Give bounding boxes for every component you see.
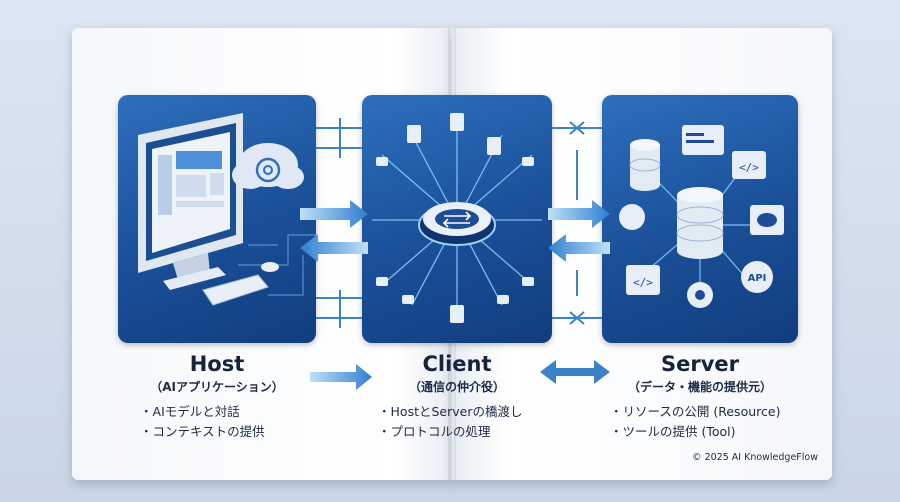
server-bullet: リソースの公開 (Resource) — [610, 402, 781, 422]
document-icons — [407, 113, 501, 323]
keyboard-icon — [202, 262, 279, 306]
database-icon — [629, 139, 661, 191]
api-badge-icon: API — [741, 261, 773, 293]
plug-icons — [376, 157, 534, 304]
main-database-icon — [676, 187, 724, 259]
terminal-window-icon — [682, 125, 724, 155]
host-title: Host — [189, 352, 245, 376]
host-to-client-arrow — [300, 200, 368, 228]
server-panel: </> </> API — [602, 95, 798, 343]
client-panel — [362, 95, 552, 343]
cloud-ai-icon — [232, 143, 304, 189]
bottom-right-arrow — [310, 364, 372, 390]
bottom-double-arrow — [540, 360, 610, 384]
hub-icon — [418, 202, 496, 246]
server-bullets: リソースの公開 (Resource) ツールの提供 (Tool) — [610, 402, 781, 442]
cloud-upload-icon — [750, 205, 784, 235]
code-window-icon: </> </> — [626, 151, 766, 295]
settings-icon — [619, 204, 713, 308]
host-client-connectors — [316, 118, 362, 328]
server-title: Server — [660, 352, 739, 376]
client-subtitle: （通信の仲介役） — [408, 380, 505, 394]
client-to-host-arrow — [300, 234, 368, 262]
host-panel — [118, 95, 316, 343]
client-bullet: プロトコルの処理 — [378, 422, 522, 442]
monitor-icon — [138, 113, 243, 290]
svg-text:</>: </> — [633, 276, 653, 289]
host-bullets: AIモデルと対話 コンテキストの提供 — [140, 402, 265, 442]
client-server-connectors — [552, 121, 602, 325]
host-subtitle: （AIアプリケーション） — [150, 380, 284, 394]
host-bullet: コンテキストの提供 — [140, 422, 265, 442]
copyright-text: © 2025 AI KnowledgeFlow — [692, 452, 818, 463]
client-bullets: HostとServerの橋渡し プロトコルの処理 — [378, 402, 523, 442]
client-to-server-arrow — [548, 200, 610, 228]
svg-text:</>: </> — [739, 161, 759, 174]
client-title: Client — [422, 352, 492, 376]
host-bullet: AIモデルと対話 — [140, 402, 265, 422]
server-to-client-arrow — [548, 234, 610, 262]
server-subtitle: （データ・機能の提供元） — [627, 380, 772, 394]
svg-text:API: API — [748, 273, 767, 284]
client-bullet: HostとServerの橋渡し — [378, 402, 523, 422]
server-bullet: ツールの提供 (Tool) — [610, 422, 780, 442]
